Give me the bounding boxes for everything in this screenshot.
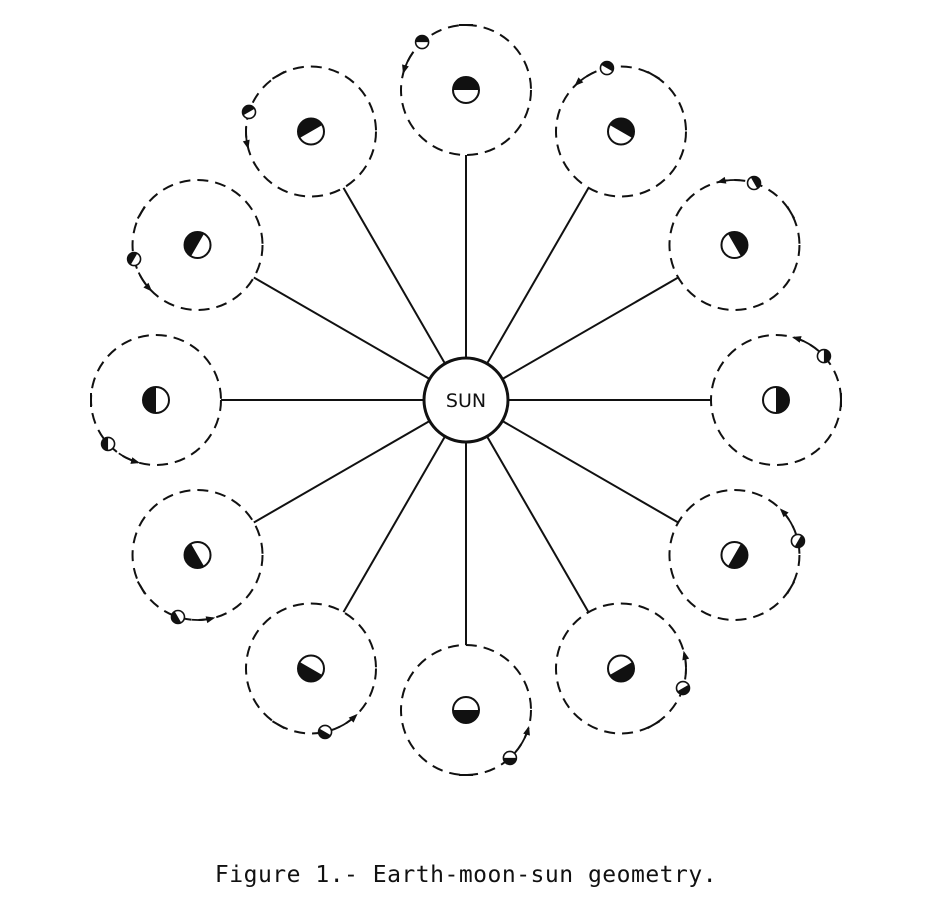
moon-orbit [131, 489, 264, 621]
earth-position-11 [126, 179, 264, 311]
earth-position-9 [131, 489, 264, 625]
earth-night-side [143, 387, 156, 413]
arrow-head-icon [791, 336, 802, 343]
sun-label: SUN [446, 390, 486, 412]
spoke-12 [342, 187, 446, 365]
spoke-8 [342, 435, 446, 613]
orbit-tick-mark [786, 205, 796, 220]
moon-night-side [415, 35, 429, 43]
arrow-head-icon [205, 616, 216, 624]
earth-position-2 [555, 60, 687, 198]
moon-orbit [245, 602, 377, 735]
earth-position-4 [710, 334, 842, 466]
orbit-tick-mark [136, 205, 146, 220]
earth-night-side [184, 232, 205, 257]
earth-night-side [727, 543, 748, 568]
earth-night-side [184, 543, 205, 568]
moon-orbit [131, 179, 264, 311]
sun-circle [422, 356, 510, 444]
spoke-6 [486, 435, 590, 613]
figure-caption: Figure 1.- Earth-moon-sun geometry. [214, 862, 718, 888]
arrow-head-icon [348, 713, 358, 723]
earth-position-1 [400, 24, 532, 156]
moon-night-side [503, 757, 517, 765]
earth-night-side [776, 387, 789, 413]
earth-position-7 [400, 644, 532, 776]
earth-position-12 [241, 65, 377, 198]
spoke-9 [253, 420, 431, 524]
earth-position-10 [90, 334, 222, 466]
earth-night-side [609, 661, 634, 682]
arrow-head-icon [143, 282, 153, 292]
arrow-head-icon [402, 64, 409, 75]
earth-night-side [453, 77, 479, 90]
moon-night-side [823, 349, 831, 363]
moon-orbit [555, 65, 687, 198]
earth-moon-sun-diagram: SUN [90, 24, 842, 776]
orbit-tick-mark [646, 70, 661, 80]
arrow-head-icon [242, 139, 250, 150]
moon-night-side [677, 684, 690, 695]
spoke-3 [501, 276, 679, 380]
orbits [90, 24, 842, 776]
moon-orbit [668, 179, 801, 311]
earth-position-6 [555, 602, 691, 735]
orbit-tick-mark [786, 580, 796, 595]
earth-night-side [453, 710, 479, 723]
moon-night-side [101, 437, 109, 451]
orbit-tick-mark [271, 720, 286, 730]
arrow-head-icon [130, 457, 141, 464]
earth-position-5 [668, 489, 806, 621]
moon-night-side [601, 61, 614, 72]
earth-night-side [727, 232, 748, 257]
spoke-2 [486, 187, 590, 365]
moon-night-side [750, 176, 761, 189]
orbit-tick-mark [136, 580, 146, 595]
moon-night-side [127, 252, 138, 265]
earth-position-3 [668, 175, 801, 311]
earth-night-side [298, 118, 323, 139]
arrow-head-icon [574, 77, 584, 87]
moon-orbit [400, 24, 532, 156]
arrow-head-icon [682, 650, 690, 661]
arrow-head-icon [523, 725, 530, 736]
arrow-head-icon [716, 176, 727, 184]
sun: SUN [422, 356, 510, 444]
moon-orbit [400, 644, 532, 776]
arrow-head-icon [779, 508, 789, 518]
earth-position-8 [245, 602, 377, 740]
orbit-tick-mark [271, 70, 286, 80]
moon-night-side [794, 535, 805, 548]
spoke-5 [501, 420, 679, 524]
moon-night-side [171, 611, 182, 624]
moon-night-side [242, 105, 255, 116]
spokes [221, 155, 711, 645]
moon-night-side [318, 728, 331, 739]
orbit-tick-mark [646, 720, 661, 730]
earth-night-side [609, 118, 634, 139]
earth-night-side [298, 661, 323, 682]
moon-orbit [668, 489, 801, 621]
spoke-11 [253, 276, 431, 380]
